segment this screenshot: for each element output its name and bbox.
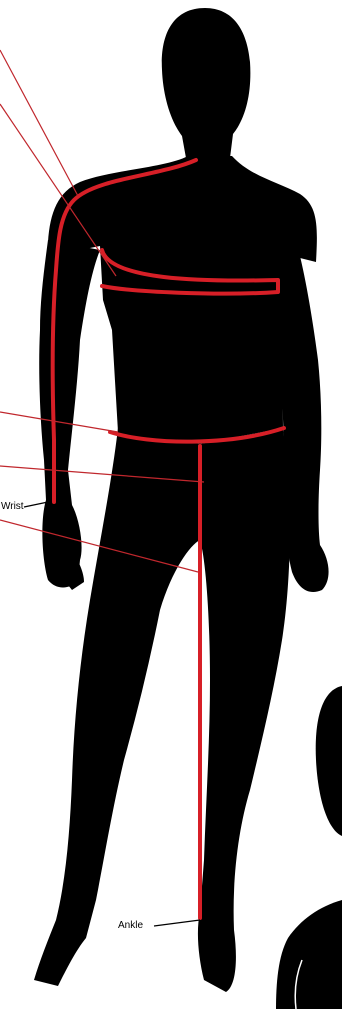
body-silhouette (34, 8, 329, 992)
pointer-wrist (24, 502, 48, 507)
secondary-head (316, 686, 342, 836)
pointer-ankle (154, 920, 200, 926)
ankle-label: Ankle (118, 920, 143, 932)
right-leg (198, 428, 290, 992)
secondary-figure (276, 686, 342, 1009)
left-arm (39, 240, 100, 588)
head (162, 8, 251, 158)
torso (48, 156, 317, 444)
leader-neck (0, 50, 78, 196)
secondary-shoulders (276, 900, 342, 1009)
wrist-label: Wrist (1, 501, 24, 513)
